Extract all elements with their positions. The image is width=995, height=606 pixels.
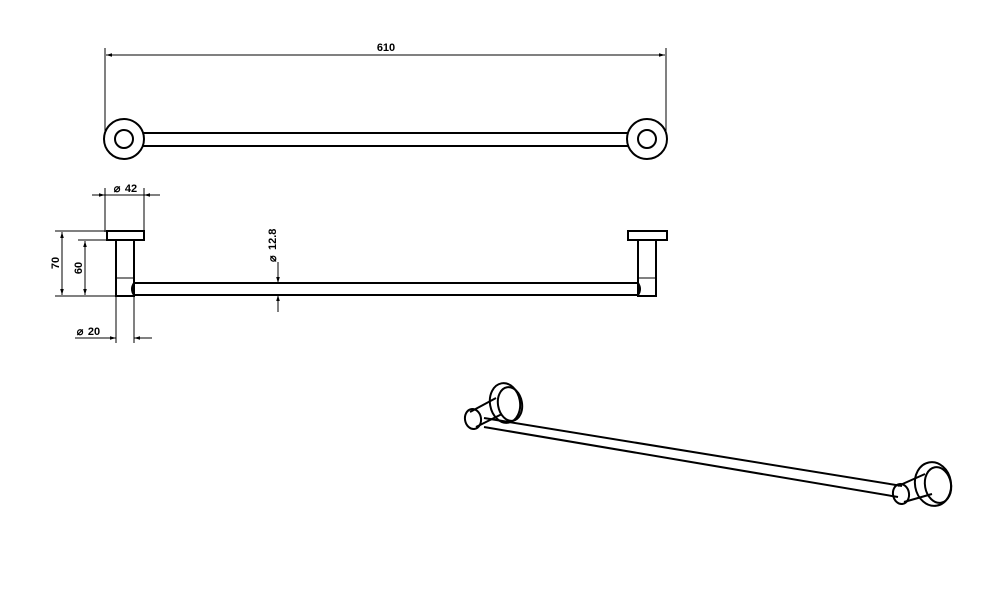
rod-front (131, 282, 641, 296)
post-diameter-symbol: ⌀ (77, 326, 84, 338)
right-flange-iso (891, 461, 953, 507)
right-bracket-front (627, 230, 668, 297)
isometric-view (463, 382, 953, 507)
front-view: ⌀ 42 ⌀ 12.8 (50, 183, 668, 343)
height-dimensions: 70 60 (50, 230, 116, 297)
left-flange-top (103, 118, 145, 160)
post-diameter-dimension: ⌀ 20 (75, 296, 152, 343)
rod-diameter-dimension: ⌀ 12.8 (267, 229, 280, 312)
rod-top (143, 132, 628, 147)
flange-diameter-symbol: ⌀ (114, 183, 121, 195)
rod-diameter-label: 12.8 (267, 229, 279, 250)
rod-iso (483, 417, 903, 498)
flange-diameter-label: 42 (125, 183, 137, 195)
length-label: 610 (377, 42, 395, 54)
right-flange-top (626, 118, 668, 160)
left-bracket-front (106, 230, 145, 297)
inner-height-label: 60 (73, 262, 85, 274)
rod-diameter-symbol: ⌀ (267, 255, 279, 262)
post-diameter-label: 20 (88, 326, 100, 338)
top-view: 610 (103, 42, 668, 160)
length-dimension: 610 (104, 42, 667, 135)
flange-diameter-dimension: ⌀ 42 (92, 183, 160, 232)
overall-height-label: 70 (50, 257, 62, 269)
